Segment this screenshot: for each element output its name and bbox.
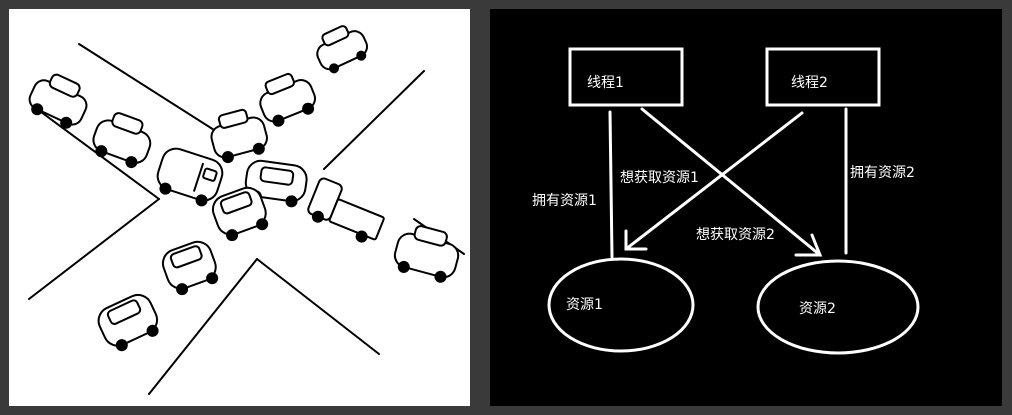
- van: [156, 147, 224, 207]
- thread1-label: 线程1: [587, 75, 624, 91]
- road-edge: [323, 70, 425, 170]
- deadlock-diagram: 线程1 线程2 资源1 资源2 拥有资源1 想获取资源1 拥有资源2 想获取资源…: [490, 9, 1002, 406]
- holds-resource1-line: [608, 110, 614, 259]
- road-edge: [148, 258, 258, 395]
- edge-label-holds-resource1: 拥有资源1: [532, 193, 597, 209]
- resource2-ellipse: [756, 259, 920, 355]
- wants-resource1-arrowhead: [624, 229, 648, 251]
- car: [259, 72, 316, 127]
- wants-resource2-arrow: [640, 107, 822, 257]
- intersection-drawing: [28, 25, 465, 395]
- car: [393, 225, 460, 283]
- car: [316, 25, 369, 74]
- edge-label-holds-resource2: 拥有资源2: [850, 165, 915, 181]
- traffic-deadlock-illustration: [9, 9, 470, 406]
- car: [211, 186, 269, 242]
- wants-resource2-arrowhead: [794, 233, 823, 257]
- resource2-label: 资源2: [799, 301, 836, 317]
- car: [28, 73, 88, 129]
- car: [161, 240, 219, 296]
- thread1-box: [568, 47, 684, 107]
- car: [92, 112, 152, 169]
- resource1-ellipse: [547, 257, 695, 353]
- edge-label-wants-resource2: 想获取资源2: [696, 227, 775, 243]
- car: [97, 293, 159, 352]
- road-edge: [28, 198, 160, 300]
- road-edge: [256, 258, 380, 355]
- wants-resource1-arrow: [624, 111, 804, 251]
- thread2-box: [765, 47, 881, 107]
- resource1-label: 资源1: [566, 297, 603, 313]
- truck: [307, 177, 385, 243]
- car: [210, 108, 268, 164]
- thread2-label: 线程2: [791, 75, 828, 91]
- edge-label-wants-resource1: 想获取资源1: [620, 170, 699, 186]
